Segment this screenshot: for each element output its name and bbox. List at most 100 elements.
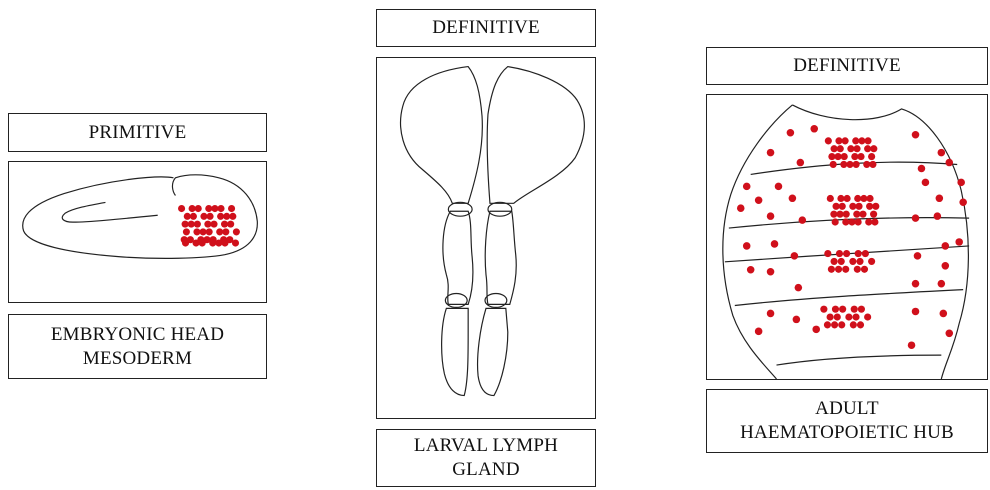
adult-cell-dot [855, 218, 862, 225]
embryo-cell-dot [215, 239, 222, 246]
adult-cell-dot [825, 137, 832, 144]
embryo-inner-fold [62, 202, 157, 222]
embryo-cell-dot [223, 213, 230, 220]
adult-cell-dot [795, 284, 803, 292]
adult-cell-dot [832, 218, 839, 225]
embryo-cell-dot [232, 239, 239, 246]
adult-cell-dot [843, 250, 850, 257]
adult-cell-dot [848, 218, 855, 225]
embryo-cell-dot [229, 213, 236, 220]
adult-cell-dot [855, 250, 862, 257]
adult-cell-dot [853, 161, 860, 168]
adult-cell-dot [830, 211, 837, 218]
larval-stage-label: DEFINITIVE [376, 9, 596, 47]
adult-cell-dot [840, 161, 847, 168]
adult-cell-dot [959, 198, 967, 206]
embryo-cell-dot [194, 221, 201, 228]
adult-cell-dot [861, 266, 868, 273]
embryo-cell-dot [200, 213, 207, 220]
adult-cell-dot [858, 137, 865, 144]
adult-cell-dot [860, 195, 867, 202]
adult-cell-dot [850, 321, 857, 328]
embryo-cell-dot [189, 205, 196, 212]
adult-cell-dot [844, 195, 851, 202]
adult-stage-text: DEFINITIVE [793, 54, 901, 78]
abdomen-outline [723, 105, 969, 379]
adult-cell-dot [853, 145, 860, 152]
adult-cell-dot [842, 218, 849, 225]
adult-cell-dot [838, 258, 845, 265]
adult-cell-dot [853, 211, 860, 218]
larval-tissue-label: LARVAL LYMPH GLAND [376, 429, 596, 487]
larval-lymph-gland-drawing [376, 57, 596, 419]
embryo-cell-dot [206, 228, 213, 235]
embryo-cell-dot [221, 221, 228, 228]
adult-cell-dot [942, 242, 950, 250]
adult-cell-dot [869, 161, 876, 168]
embryonic-head-mesoderm-drawing [8, 161, 267, 303]
adult-tissue-label: ADULT HAEMATOPOIETIC HUB [706, 389, 988, 453]
adult-cell-dot [870, 211, 877, 218]
adult-cell-dot [820, 306, 827, 313]
left-pericardial-ring-1 [448, 202, 472, 216]
embryo-cell-dot [207, 213, 214, 220]
adult-cell-dot [863, 161, 870, 168]
adult-cell-dot [862, 250, 869, 257]
adult-cell-dot [767, 310, 775, 318]
adult-cell-dot [793, 316, 801, 324]
embryo-cell-dot [193, 228, 200, 235]
adult-stage-label: DEFINITIVE [706, 47, 988, 85]
left-pericardial-ring-2 [445, 293, 467, 307]
adult-cell-dot [837, 195, 844, 202]
adult-cell-dot [827, 195, 834, 202]
adult-cell-dot [824, 250, 831, 257]
embryo-cell-dot [228, 205, 235, 212]
embryo-cell-dot [210, 221, 217, 228]
adult-cell-dot [828, 266, 835, 273]
adult-cell-dot [743, 242, 751, 250]
adult-cell-dot [851, 306, 858, 313]
adult-cell-dot [847, 145, 854, 152]
adult-cell-dot [767, 149, 775, 157]
embryo-cell-dot [216, 228, 223, 235]
adult-cell-dot [812, 326, 820, 334]
adult-cell-dot [912, 214, 920, 222]
adult-cell-dot [857, 321, 864, 328]
adult-cell-dot [852, 313, 859, 320]
adult-cell-dot [857, 153, 864, 160]
adult-cell-dot [955, 238, 963, 246]
embryo-cell-dot [178, 205, 185, 212]
adult-cell-dot [845, 313, 852, 320]
adult-cell-dot [866, 203, 873, 210]
adult-cell-dot [842, 266, 849, 273]
adult-cell-dot [936, 195, 944, 203]
adult-cell-dot [940, 310, 948, 318]
adult-cell-dot [868, 258, 875, 265]
adult-cell-dot [839, 203, 846, 210]
adult-cell-dot [855, 203, 862, 210]
adult-cell-dot [945, 159, 953, 167]
embryo-cell-dot [195, 205, 202, 212]
adult-cell-dot [912, 308, 920, 316]
embryo-illustration [9, 162, 266, 302]
adult-cell-dot [849, 203, 856, 210]
adult-cell-dot [938, 149, 946, 157]
right-pericardial-ring-2 [485, 293, 507, 307]
adult-cell-dot [831, 258, 838, 265]
adult-cell-dot [922, 179, 930, 187]
adult-cell-dot [797, 159, 805, 167]
adult-cell-dot [810, 125, 818, 133]
adult-cell-dot [767, 268, 775, 276]
adult-cell-dot [864, 313, 871, 320]
segment-line-4 [735, 290, 963, 306]
embryo-cell-dot [188, 221, 195, 228]
embryo-cell-dot [183, 228, 190, 235]
adult-tissue-line1: ADULT [815, 397, 879, 421]
embryo-cell-dot [199, 239, 206, 246]
left-primary-lobe [401, 67, 483, 204]
segment-line-5 [777, 355, 942, 365]
adult-cell-dot [842, 137, 849, 144]
adult-cell-dot [834, 153, 841, 160]
embryo-cell-dot [227, 221, 234, 228]
embryo-cell-dot [190, 213, 197, 220]
